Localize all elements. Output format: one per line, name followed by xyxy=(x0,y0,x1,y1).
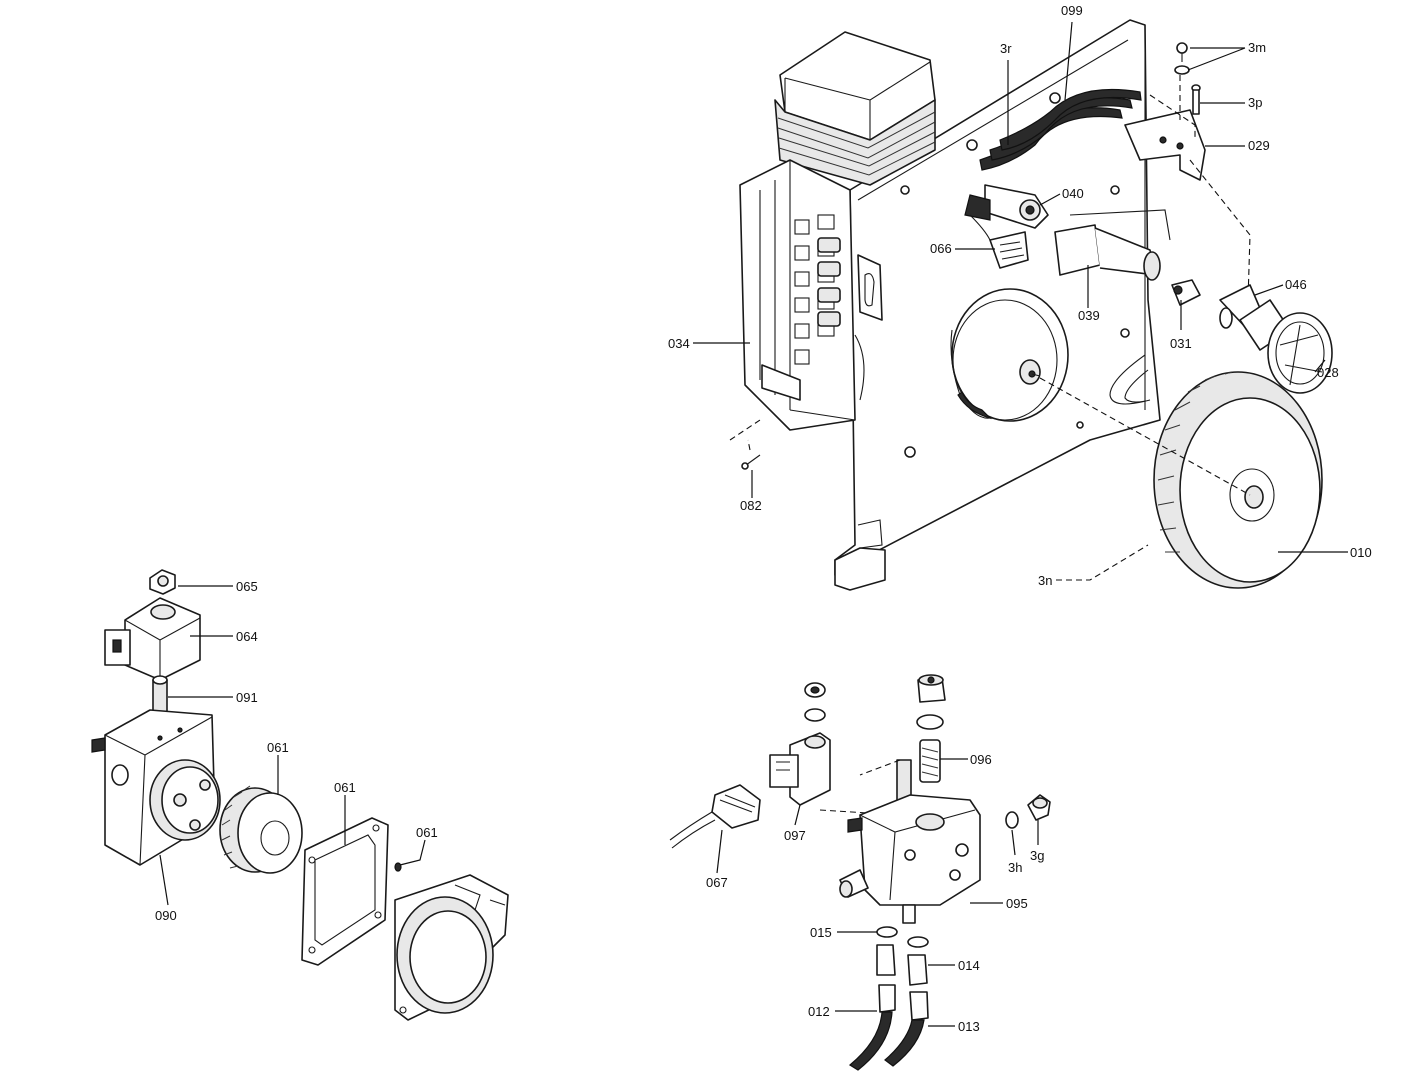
pump-assembly-left xyxy=(91,569,509,1021)
label-010: 010 xyxy=(1350,545,1372,560)
hose-013 xyxy=(884,954,929,1067)
burner-housing-assembly xyxy=(729,19,1333,591)
ignition-cables-099 xyxy=(979,89,1142,171)
label-012: 012 xyxy=(808,1004,830,1019)
fitting-3g xyxy=(1027,794,1051,821)
coil-064 xyxy=(104,597,201,681)
coil-097 xyxy=(769,732,831,806)
label-099: 099 xyxy=(1061,3,1083,18)
screw-3m xyxy=(1174,42,1190,75)
washer-2 xyxy=(804,708,826,722)
label-3m: 3m xyxy=(1248,40,1266,55)
label-3n: 3n xyxy=(1038,573,1052,588)
washer-015 xyxy=(876,926,898,938)
connector-066 xyxy=(969,214,1029,269)
label-013: 013 xyxy=(958,1019,980,1034)
label-046: 046 xyxy=(1285,277,1307,292)
gasket-061 xyxy=(301,817,389,966)
label-040: 040 xyxy=(1062,186,1084,201)
washer-3h xyxy=(1005,811,1019,829)
label-095: 095 xyxy=(1006,896,1028,911)
label-067: 067 xyxy=(706,875,728,890)
nut-065 xyxy=(149,569,176,595)
pump-cover xyxy=(394,874,509,1021)
label-082: 082 xyxy=(740,498,762,513)
label-097: 097 xyxy=(784,828,806,843)
label-028: 028 xyxy=(1317,365,1339,380)
label-3r: 3r xyxy=(1000,41,1012,56)
leader-lines xyxy=(159,21,1348,1027)
nozzle-031 xyxy=(1171,279,1201,306)
plug-cable-067 xyxy=(669,784,761,849)
part-labels: 099 3r 3m 3p 029 040 066 039 046 031 028… xyxy=(155,3,1372,1034)
label-039: 039 xyxy=(1078,308,1100,323)
label-065: 065 xyxy=(236,579,258,594)
label-066: 066 xyxy=(930,241,952,256)
ring-061 xyxy=(394,862,402,872)
label-091: 091 xyxy=(236,690,258,705)
label-061-ring: 061 xyxy=(416,825,438,840)
label-3p: 3p xyxy=(1248,95,1262,110)
label-015: 015 xyxy=(810,925,832,940)
air-regulator-028 xyxy=(1239,299,1333,394)
label-061-gear: 061 xyxy=(267,740,289,755)
pump-assembly-right xyxy=(669,674,1051,1071)
label-3g: 3g xyxy=(1030,848,1044,863)
fan-wheel-010 xyxy=(1039,371,1323,589)
label-034: 034 xyxy=(668,336,690,351)
washer-014 xyxy=(907,936,929,948)
filter-cap xyxy=(916,674,946,730)
label-090: 090 xyxy=(155,908,177,923)
label-061-gasket: 061 xyxy=(334,780,356,795)
screw-3p xyxy=(1191,84,1201,115)
label-029: 029 xyxy=(1248,138,1270,153)
label-096: 096 xyxy=(970,752,992,767)
plate-bolts xyxy=(900,92,1130,458)
label-014: 014 xyxy=(958,958,980,973)
motor xyxy=(950,288,1069,422)
hose-012 xyxy=(848,944,896,1071)
label-064: 064 xyxy=(236,629,258,644)
pump-body-095 xyxy=(839,794,981,924)
pump-body-090 xyxy=(91,709,221,866)
filter-096 xyxy=(919,739,941,783)
electrode-assembly-039 xyxy=(1054,209,1171,281)
mounting-slot xyxy=(857,254,883,321)
gear-061 xyxy=(219,785,303,874)
label-3h: 3h xyxy=(1008,860,1022,875)
label-031: 031 xyxy=(1170,336,1192,351)
holder-040 xyxy=(964,184,1049,229)
bracket-029 xyxy=(1124,109,1206,181)
